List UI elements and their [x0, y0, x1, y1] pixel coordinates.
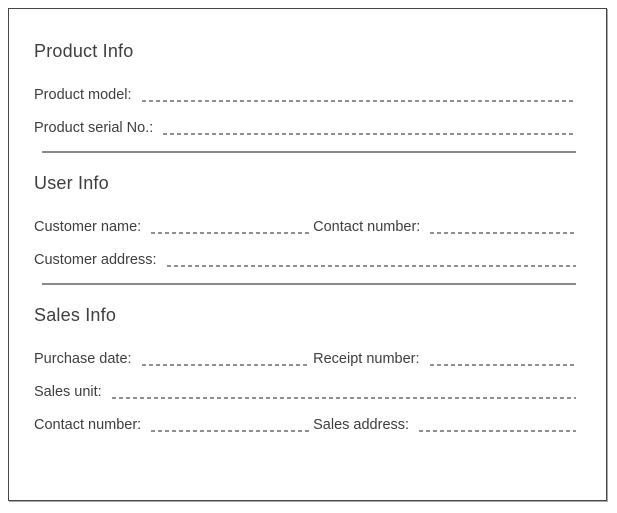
receipt-number-field: Receipt number: [313, 349, 576, 369]
section-divider [42, 151, 576, 153]
section-title-product-info: Product Info [34, 41, 134, 61]
product-model-blank[interactable] [141, 100, 576, 102]
section-title-sales-info: Sales Info [34, 305, 117, 325]
sales-address-label: Sales address: [313, 417, 410, 433]
form-row: Customer address: [34, 250, 576, 270]
form-row: Purchase date: Receipt number: [34, 349, 576, 369]
sales-unit-field: Sales unit: [34, 382, 576, 402]
product-serial-field: Product serial No.: [34, 118, 576, 138]
warranty-form-card: Product Info Product model: Product seri… [8, 8, 607, 501]
product-serial-label: Product serial No.: [34, 120, 154, 136]
customer-name-field: Customer name: [34, 217, 313, 237]
contact-number-label: Contact number: [313, 219, 421, 235]
sales-unit-blank[interactable] [111, 397, 576, 399]
customer-name-blank[interactable] [151, 232, 310, 234]
product-model-field: Product model: [34, 85, 576, 105]
sales-contact-number-label: Contact number: [34, 417, 142, 433]
product-serial-blank[interactable] [163, 133, 576, 135]
receipt-number-label: Receipt number: [313, 351, 420, 367]
customer-address-label: Customer address: [34, 252, 157, 268]
customer-address-field: Customer address: [34, 250, 576, 270]
sales-unit-label: Sales unit: [34, 384, 102, 400]
sales-address-blank[interactable] [419, 430, 576, 432]
purchase-date-field: Purchase date: [34, 349, 313, 369]
purchase-date-label: Purchase date: [34, 351, 132, 367]
customer-name-label: Customer name: [34, 219, 142, 235]
contact-number-blank[interactable] [430, 232, 576, 234]
section-divider [42, 283, 576, 285]
form-row: Contact number: Sales address: [34, 415, 576, 435]
form-row: Customer name: Contact number: [34, 217, 576, 237]
form-row: Product model: [34, 85, 576, 105]
customer-address-blank[interactable] [166, 265, 576, 267]
product-model-label: Product model: [34, 87, 132, 103]
purchase-date-blank[interactable] [141, 364, 310, 366]
receipt-number-blank[interactable] [429, 364, 576, 366]
form-row: Product serial No.: [34, 118, 576, 138]
sales-contact-number-blank[interactable] [151, 430, 310, 432]
contact-number-field: Contact number: [313, 217, 576, 237]
sales-address-field: Sales address: [313, 415, 576, 435]
form-row: Sales unit: [34, 382, 576, 402]
sales-contact-number-field: Contact number: [34, 415, 313, 435]
section-title-user-info: User Info [34, 173, 109, 193]
